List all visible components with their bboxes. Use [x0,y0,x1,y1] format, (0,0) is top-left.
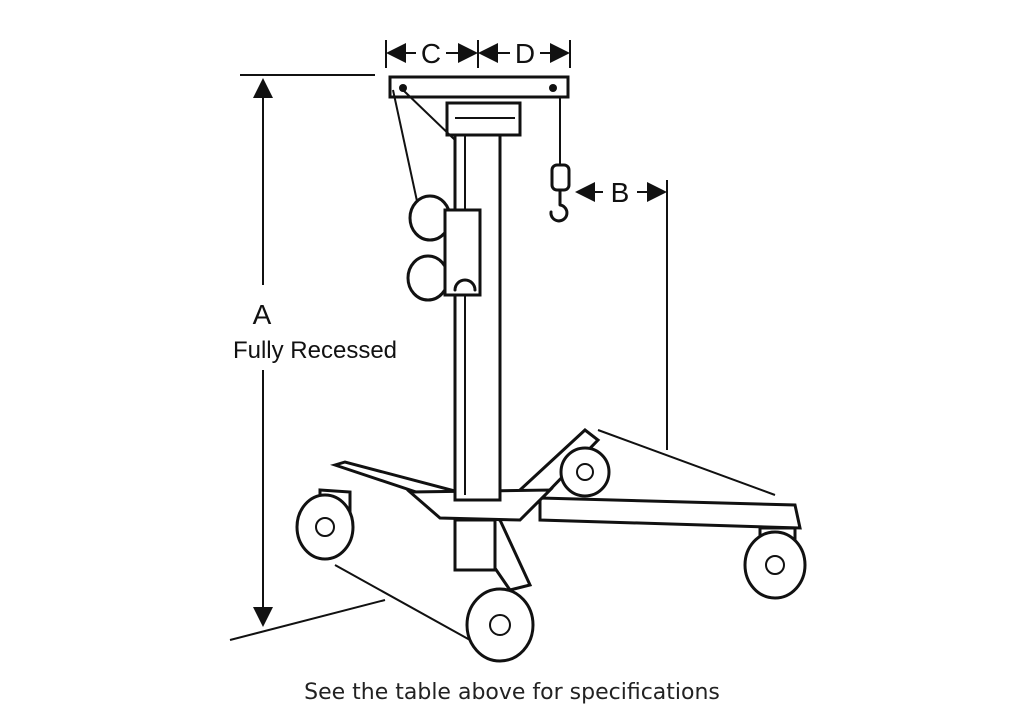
label-fully-recessed: Fully Recessed [233,337,397,364]
winch [392,89,482,302]
caption: See the table above for specifications [304,680,720,705]
wheel-right [743,530,807,600]
base [318,428,802,592]
label-c: C [421,38,441,69]
label-b: B [611,177,630,208]
mast [445,101,522,572]
dimension-a: A Fully Recessed [233,74,397,627]
label-d: D [515,38,535,69]
floor-lines [229,429,776,641]
wheel-front [465,587,535,663]
wheel-left [295,493,355,561]
hook-assembly [549,97,571,223]
wheels [295,446,807,663]
top-beam [388,75,570,99]
wheel-back [559,446,611,498]
dimension-b: B [575,177,668,450]
dimension-c-d: C D [385,38,571,69]
label-a: A [253,299,272,330]
